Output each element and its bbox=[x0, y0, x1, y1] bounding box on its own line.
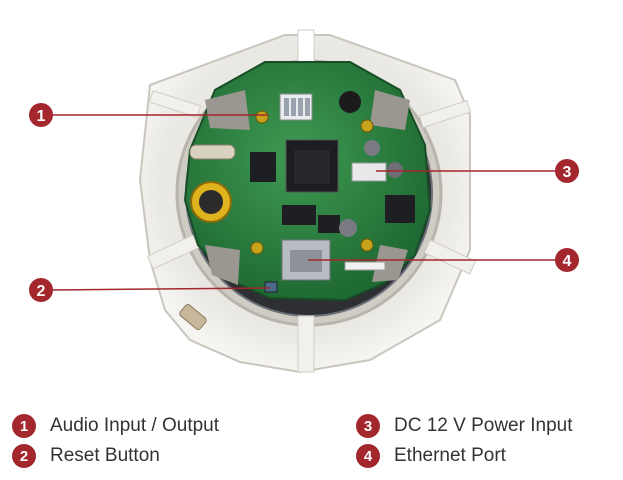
legend-badge-3: 3 bbox=[356, 414, 380, 438]
legend-label-audio: Audio Input / Output bbox=[50, 415, 220, 436]
callout-badge-3: 3 bbox=[555, 159, 579, 183]
legend-label-power: DC 12 V Power Input bbox=[394, 415, 573, 436]
callout-2-leader bbox=[51, 287, 271, 291]
callout-badge-2: 2 bbox=[29, 278, 53, 302]
legend-badge-2: 2 bbox=[12, 444, 36, 468]
legend-label-ethernet: Ethernet Port bbox=[394, 445, 506, 466]
callout-badge-4: 4 bbox=[555, 248, 579, 272]
svg-text:3: 3 bbox=[563, 164, 572, 181]
legend-item-3: 3 DC 12 V Power Input bbox=[356, 412, 572, 440]
svg-text:4: 4 bbox=[563, 253, 572, 270]
legend-item-4: 4 Ethernet Port bbox=[356, 442, 506, 470]
circuit-board bbox=[183, 61, 432, 302]
legend-badge-1: 1 bbox=[12, 414, 36, 438]
legend-item-2: 2 Reset Button bbox=[12, 442, 160, 470]
callout-badge-1: 1 bbox=[29, 103, 53, 127]
legend-label-reset: Reset Button bbox=[50, 445, 160, 466]
legend: 1 Audio Input / Output 2 Reset Button 3 … bbox=[0, 410, 623, 480]
svg-text:1: 1 bbox=[37, 108, 46, 125]
legend-item-1: 1 Audio Input / Output bbox=[12, 412, 219, 440]
callout-leaders bbox=[51, 114, 556, 291]
legend-badge-4: 4 bbox=[356, 444, 380, 468]
svg-text:2: 2 bbox=[37, 283, 46, 300]
